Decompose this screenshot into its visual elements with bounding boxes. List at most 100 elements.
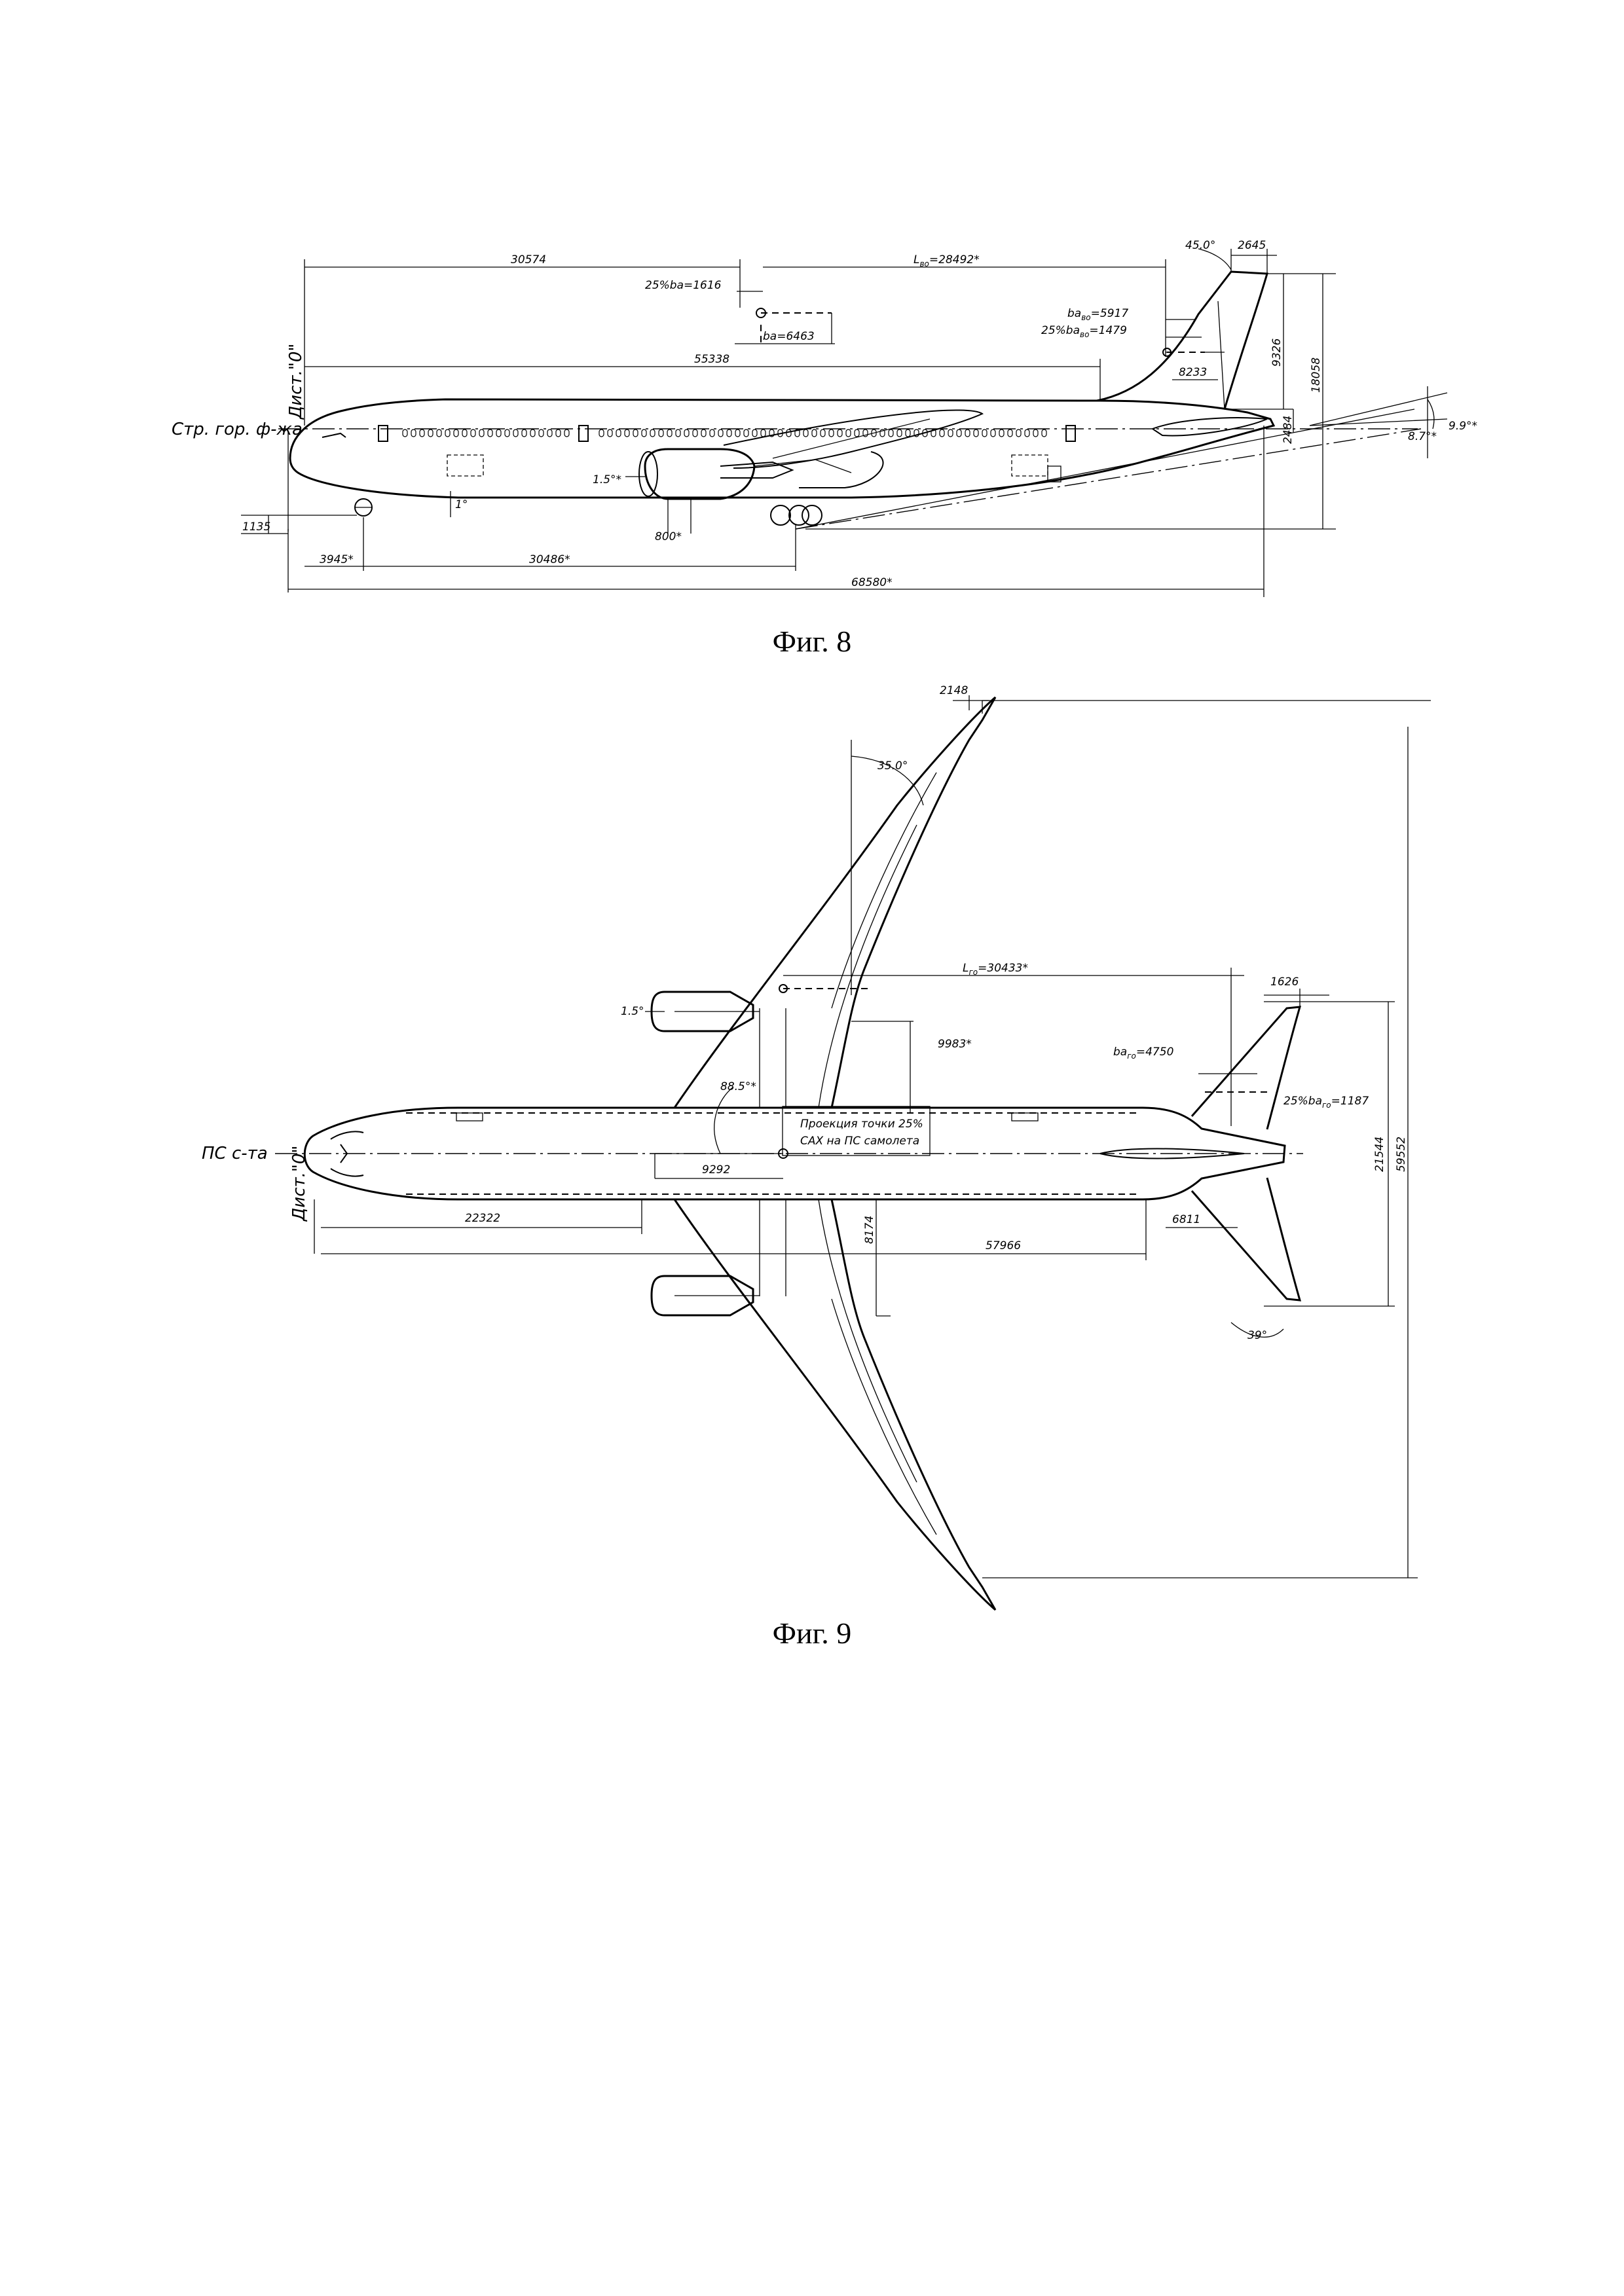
fuselage-window — [786, 429, 792, 437]
fuselage-window — [402, 429, 408, 437]
mac-projection-box — [782, 1106, 931, 1156]
dim-ba-go: baго=4750 — [1113, 1046, 1173, 1061]
dim-l-vo: Lво=28492* — [913, 253, 980, 268]
vt-mac-point — [1162, 348, 1172, 357]
wing-right-flap — [818, 1199, 917, 1483]
dim-2484: 2484 — [1282, 416, 1295, 444]
engine-right-top — [650, 1275, 754, 1317]
fuselage-window — [879, 429, 885, 437]
fuselage-window — [896, 429, 902, 437]
fuselage-window — [854, 429, 860, 437]
fuselage-window — [479, 429, 485, 437]
dim-ba-vo: baво=5917 — [1067, 307, 1128, 322]
fuselage-window — [530, 429, 536, 437]
dim-3945: 3945* — [320, 553, 354, 566]
wing-left-flap — [818, 824, 917, 1108]
fuselage-window — [650, 429, 655, 437]
door-2 — [578, 425, 589, 442]
dim-1135: 1135 — [242, 520, 270, 534]
wing-left-top — [673, 696, 997, 1108]
figure-8-side-view: Стр. гор. ф-жа Дист."0" 30574 Lво=28492*… — [172, 239, 1477, 658]
dim-59552: 59552 — [1395, 1137, 1408, 1172]
fuselage-window — [521, 429, 527, 437]
fuselage-window — [905, 429, 911, 437]
tail-strike-line — [795, 428, 1422, 530]
engine-nacelle-side — [644, 448, 756, 500]
dim-angle-88-5: 88.5°* — [720, 1080, 756, 1093]
dim-ba25-go: 25%baго=1187 — [1283, 1095, 1369, 1110]
figure-9-top-view: ПС с-та Дист."0" Проекция точки 25% САХ … — [202, 684, 1431, 1650]
figure-9-caption: Фиг. 9 — [773, 1616, 852, 1650]
datum-label: Дист."0" — [286, 344, 306, 420]
fuselage-window — [684, 429, 690, 437]
dim-angle-35: 35.0° — [877, 759, 908, 773]
dim-angle-8-7: 8.7°* — [1408, 430, 1437, 443]
fig8-dimension-lines — [241, 248, 1448, 597]
fuselage-window — [513, 429, 519, 437]
fuselage-window — [658, 429, 664, 437]
fuselage-window — [462, 429, 468, 437]
wing-right-top — [673, 1199, 997, 1611]
dim-2148: 2148 — [940, 684, 968, 697]
dim-l-go: Lго=30433* — [963, 962, 1028, 977]
fuselage-window — [633, 429, 638, 437]
vertical-tail — [1096, 270, 1268, 410]
fuselage-top-outline — [303, 1106, 1286, 1201]
vt-rudder-hinge — [1217, 301, 1225, 410]
engine-left-top — [650, 991, 754, 1032]
dim-9326: 9326 — [1270, 338, 1283, 367]
fuselage-window — [820, 429, 826, 437]
dim-6811: 6811 — [1172, 1213, 1200, 1226]
dim-ba25-vo: 25%baво=1479 — [1041, 324, 1127, 339]
figure-8-caption: Фиг. 8 — [773, 625, 852, 658]
fuselage-line-label: Стр. гор. ф-жа — [172, 420, 303, 439]
cockpit-windows-top — [330, 1131, 364, 1177]
dim-ba-1616: 25%ba=1616 — [645, 279, 722, 292]
engine-inlet — [638, 451, 658, 497]
fuselage-window — [616, 429, 621, 437]
fuselage-window — [496, 429, 502, 437]
fuselage-window — [718, 429, 724, 437]
door-4 — [1065, 425, 1076, 442]
fuselage-window — [939, 429, 945, 437]
dim-21544: 21544 — [1373, 1137, 1386, 1172]
fuselage-window — [735, 429, 741, 437]
dim-9292: 9292 — [702, 1163, 730, 1176]
top-door-2 — [1011, 1112, 1039, 1121]
dim-angle-45: 45.0° — [1185, 239, 1215, 252]
fuselage-window — [709, 429, 715, 437]
dim-57966: 57966 — [986, 1239, 1021, 1252]
door-1 — [378, 425, 388, 442]
fuselage-window — [692, 429, 698, 437]
mac-projection-line2: САХ на ПС самолета — [800, 1135, 919, 1148]
fuselage-window — [760, 429, 766, 437]
fuselage-window — [1041, 429, 1047, 437]
fuselage-window — [726, 429, 732, 437]
fuselage-window — [607, 429, 613, 437]
dim-55338: 55338 — [694, 353, 729, 366]
dim-ba-6463: ba=6463 — [763, 330, 815, 343]
fuselage-window — [862, 429, 868, 437]
fuselage-window — [675, 429, 681, 437]
fuselage-window — [828, 429, 834, 437]
fuselage-window — [701, 429, 707, 437]
top-door-1 — [456, 1112, 483, 1121]
fuselage-window — [624, 429, 630, 437]
fuselage-window — [1024, 429, 1030, 437]
dim-angle-1: 1° — [455, 498, 468, 511]
wing-flap-line — [772, 418, 931, 459]
dim-30574: 30574 — [511, 253, 546, 266]
dim-angle-1-5-top: 1.5° — [621, 1005, 644, 1018]
dim-68580: 68580* — [851, 576, 893, 589]
fuselage-window — [411, 429, 416, 437]
fuselage-window — [837, 429, 843, 437]
wing-right-spar — [831, 1298, 937, 1535]
tail-strike-line-2 — [795, 409, 1415, 530]
tail-cone-top — [1099, 1148, 1245, 1159]
fuselage-window — [428, 429, 434, 437]
dim-30486: 30486* — [529, 553, 570, 566]
wing-left-root — [759, 1008, 786, 1108]
fuselage-window — [845, 429, 851, 437]
dim-2645: 2645 — [1238, 239, 1266, 252]
dim-angle-39: 39° — [1247, 1329, 1267, 1342]
